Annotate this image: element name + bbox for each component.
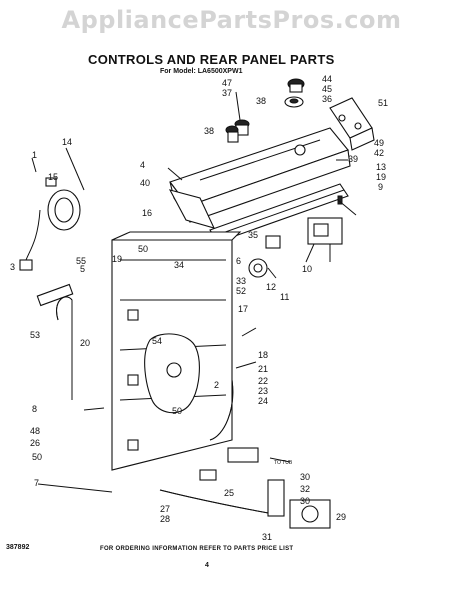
callout-25: 25	[224, 488, 234, 498]
callout-2: 2	[214, 380, 219, 390]
diagram-code: 387892	[6, 544, 30, 551]
bottom-hoses	[159, 379, 331, 529]
callout-50-lower: 50	[32, 452, 42, 462]
pressure-switch	[248, 235, 281, 278]
callout-54: 54	[152, 336, 162, 346]
leader-lines	[31, 91, 357, 493]
callout-45: 45	[322, 84, 332, 94]
callout-28: 28	[160, 514, 170, 524]
callout-16: 16	[142, 208, 152, 218]
callout-13: 13	[376, 162, 386, 172]
callout-24: 24	[258, 396, 268, 406]
callout-38-lower: 38	[204, 126, 214, 136]
callout-37: 37	[222, 88, 232, 98]
callout-31: 31	[262, 532, 272, 542]
callout-18: 18	[258, 350, 268, 360]
callout-42: 42	[374, 148, 384, 158]
callout-30-lower: 30	[300, 496, 310, 506]
callout-40: 40	[140, 178, 150, 188]
page-number: 4	[205, 562, 209, 569]
callout-7: 7	[34, 478, 39, 488]
pump-assembly	[144, 333, 200, 414]
callout-26: 26	[30, 438, 40, 448]
console-end-cap	[168, 189, 216, 229]
knobs	[225, 78, 305, 143]
callout-33: 33	[236, 276, 246, 286]
callout-30: 30	[300, 472, 310, 482]
callout-3: 3	[10, 262, 15, 272]
callout-22: 22	[258, 376, 268, 386]
callouts: 1 14 15 3 55 5 19 50 34 53 20 54 8 48 26…	[10, 74, 388, 542]
callout-5: 5	[80, 264, 85, 274]
callout-49: 49	[374, 138, 384, 148]
callout-6: 6	[236, 256, 241, 266]
callout-29: 29	[336, 512, 346, 522]
callout-50-mid: 50	[172, 406, 182, 416]
callout-50: 50	[138, 244, 148, 254]
callout-51: 51	[378, 98, 388, 108]
callout-44: 44	[322, 74, 332, 84]
callout-19: 19	[112, 254, 122, 264]
callout-14: 14	[62, 137, 72, 147]
callout-4: 4	[140, 160, 145, 170]
callout-12: 12	[266, 282, 276, 292]
callout-11: 11	[280, 292, 289, 302]
callout-8: 8	[32, 404, 37, 414]
power-cord	[19, 177, 81, 307]
drain-hose	[56, 296, 73, 400]
callout-21: 21	[258, 364, 268, 374]
callout-20: 20	[80, 338, 90, 348]
ordering-note: FOR ORDERING INFORMATION REFER TO PARTS …	[100, 546, 294, 552]
callout-23: 23	[258, 386, 268, 396]
to-tub-label: TO TUB	[274, 460, 293, 466]
callout-48: 48	[30, 426, 40, 436]
model-subtitle: For Model: LA6500XPW1	[160, 68, 243, 75]
callout-9: 9	[378, 182, 383, 192]
callout-47: 47	[222, 78, 232, 88]
callout-19-right: 19	[376, 172, 386, 182]
callout-17: 17	[238, 304, 248, 314]
watermark: AppliancePartsPros.com	[61, 6, 402, 34]
callout-52: 52	[236, 286, 246, 296]
callout-38: 38	[256, 96, 266, 106]
callout-35: 35	[248, 230, 258, 240]
diagram-title: CONTROLS AND REAR PANEL PARTS	[88, 52, 335, 67]
callout-27: 27	[160, 504, 170, 514]
callout-10: 10	[302, 264, 312, 274]
callout-34: 34	[174, 260, 184, 270]
callout-55: 55	[76, 256, 86, 266]
water-valve	[305, 195, 343, 263]
callout-15: 15	[48, 172, 58, 182]
callout-1: 1	[32, 150, 37, 160]
callout-53: 53	[30, 330, 40, 340]
callout-36: 36	[322, 94, 332, 104]
callout-39: 39	[348, 154, 358, 164]
timer-bracket	[329, 97, 375, 151]
callout-32: 32	[300, 484, 310, 494]
